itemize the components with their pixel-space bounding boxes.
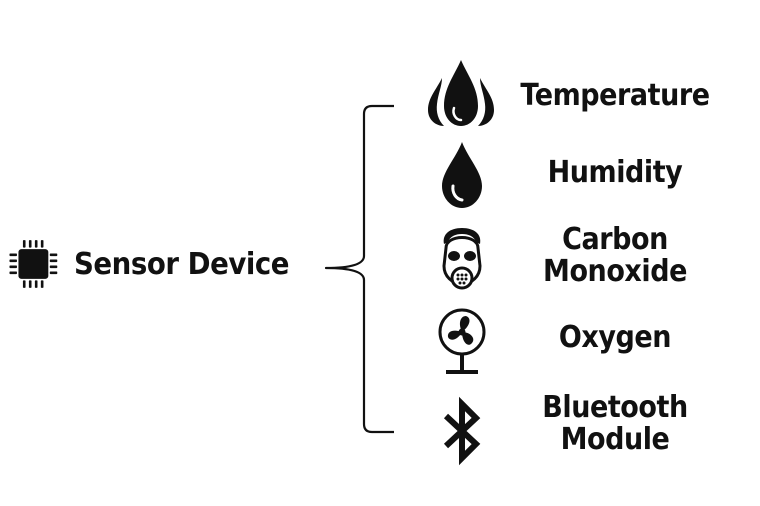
bluetooth-module-label-line2: Module [560,422,670,457]
bluetooth-module-label: Bluetooth Module [512,392,719,456]
oxygen-label: Oxygen [558,320,672,355]
bluetooth-module-label-line1: Bluetooth [542,390,688,425]
temperature-label: Temperature [520,78,710,113]
fan-icon [438,308,486,374]
grouping-brace [324,104,394,434]
bluetooth-icon [443,396,481,466]
carbon-monoxide-label-line1: Carbon [562,222,668,257]
carbon-monoxide-label: Carbon Monoxide [512,224,719,288]
sensor-device: Sensor Device [8,228,308,300]
flame-icon [428,60,494,126]
gas-mask-icon [442,228,482,290]
water-drop-icon [442,142,482,208]
humidity-label: Humidity [547,155,683,190]
sensor-device-label: Sensor Device [74,246,290,282]
carbon-monoxide-label-line2: Monoxide [543,254,687,289]
microchip-icon [9,240,58,288]
